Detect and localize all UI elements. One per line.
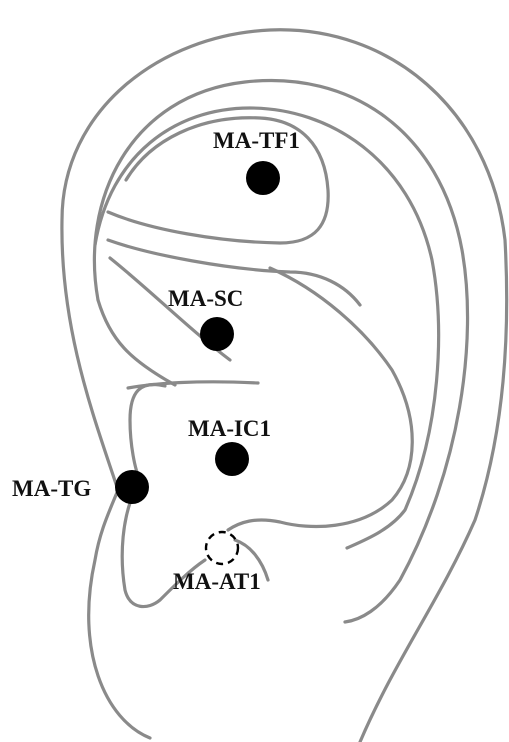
label-ma-at1: MA-AT1 xyxy=(173,569,261,594)
point-ma-sc xyxy=(200,317,234,351)
label-ma-tf1: MA-TF1 xyxy=(213,128,300,153)
label-ma-sc: MA-SC xyxy=(168,286,243,311)
concha-inner-contour xyxy=(228,268,412,530)
helix-fold-lower xyxy=(98,300,175,385)
label-ma-ic1: MA-IC1 xyxy=(188,416,271,441)
label-ma-tg: MA-TG xyxy=(12,476,91,501)
point-ma-at1 xyxy=(206,532,238,564)
point-ma-ic1 xyxy=(215,442,249,476)
point-ma-tg xyxy=(115,470,149,504)
helix-inner-edge xyxy=(94,80,467,622)
point-ma-tf1 xyxy=(246,161,280,195)
